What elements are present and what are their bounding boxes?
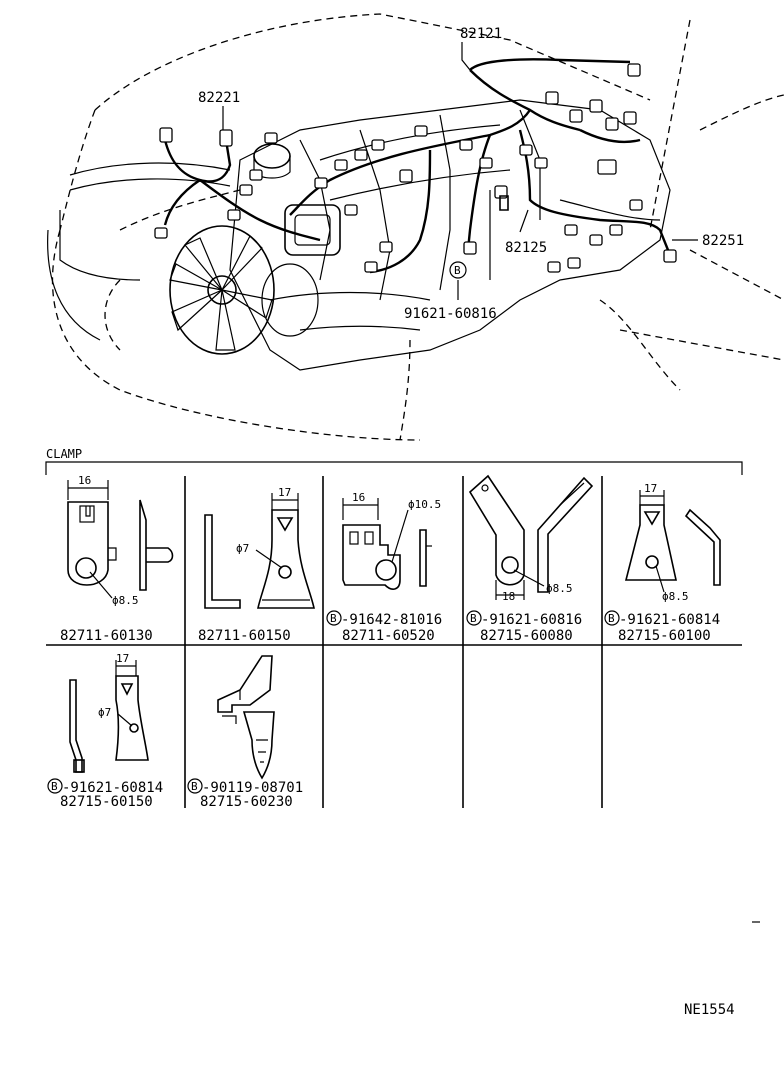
bolt-marker-icon	[326, 610, 342, 626]
bolt-marker-letter: B	[330, 612, 337, 625]
dim-width: 17	[644, 482, 657, 495]
dim-width: 16	[352, 491, 365, 504]
dim-hole: ϕ10.5	[408, 498, 441, 511]
clamp-part-number: 82711-60150	[198, 628, 291, 644]
clamp-part-number: 82711-60520	[342, 628, 435, 644]
part-label-82125: 82125	[505, 240, 547, 256]
diagram-code: NE1554	[684, 1002, 735, 1018]
bolt-marker-icon	[449, 261, 467, 279]
connectors	[154, 63, 677, 273]
dim-width: 18	[502, 590, 515, 603]
bolt-marker-letter: B	[51, 780, 58, 793]
fan	[169, 225, 319, 355]
dim-hole: ϕ7	[98, 706, 111, 719]
dim-width: 17	[116, 652, 129, 665]
clamp-cell-82711-60130: 16 ϕ8.5 82711-60130	[60, 474, 174, 644]
clamp-part-number: 82711-60130	[60, 628, 153, 644]
bolt-marker-icon	[466, 610, 482, 626]
clamp-part-number: 82715-60150	[60, 794, 153, 810]
clamp-cell-82711-60520: 16 ϕ10.5 B -91642-81016 82711-60520	[326, 491, 442, 644]
clamp-section: CLAMP	[45, 447, 743, 808]
clamp-part-number: 82715-60230	[200, 794, 293, 810]
clamp-cell-82715-60100: 17 ϕ8.5 B -91621-60814 82715-60100	[604, 482, 721, 644]
bolt-marker-icon	[187, 778, 203, 794]
bolt-marker-icon	[604, 610, 620, 626]
clamp-cell-82715-60230: B -90119-08701 82715-60230	[187, 655, 303, 810]
dim-width: 17	[278, 486, 291, 499]
part-label-82221: 82221	[198, 90, 240, 106]
clamp-cell-82715-60150: 17 ϕ7 B -91621-60814 82715-60150	[47, 652, 163, 810]
dim-hole: ϕ8.5	[112, 594, 139, 607]
bolt-marker-letter: B	[454, 264, 461, 277]
clamp-cell-82715-60080: 18 ϕ8.5 B -91621-60816 82715-60080	[466, 474, 594, 644]
dim-hole: ϕ8.5	[662, 590, 689, 603]
clamp-part-number: 82715-60080	[480, 628, 573, 644]
bolt-marker-letter: B	[608, 612, 615, 625]
part-label-bolt: 91621-60816	[404, 306, 497, 322]
bolt-marker-icon	[47, 778, 63, 794]
clamp-title: CLAMP	[46, 447, 82, 461]
bolt-marker-letter: B	[191, 780, 198, 793]
engine-illustration	[47, 13, 784, 441]
clamp-cell-82711-60150: 17 ϕ7 82711-60150	[198, 486, 315, 644]
clamp-bolt-number: -90119-08701	[202, 780, 303, 796]
dim-hole: ϕ7	[236, 542, 249, 555]
clamp-bolt-number: -91621-60816	[481, 612, 582, 628]
clamp-bolt-number: -91621-60814	[619, 612, 720, 628]
dim-hole: ϕ8.5	[546, 582, 573, 595]
bolt-marker-letter: B	[470, 612, 477, 625]
clamp-part-number: 82715-60100	[618, 628, 711, 644]
part-label-82121: 82121	[460, 26, 502, 42]
dim-width: 16	[78, 474, 91, 487]
clamp-bolt-number: -91621-60814	[62, 780, 163, 796]
clamp-bolt-number: -91642-81016	[341, 612, 442, 628]
part-label-82251: 82251	[702, 233, 744, 249]
